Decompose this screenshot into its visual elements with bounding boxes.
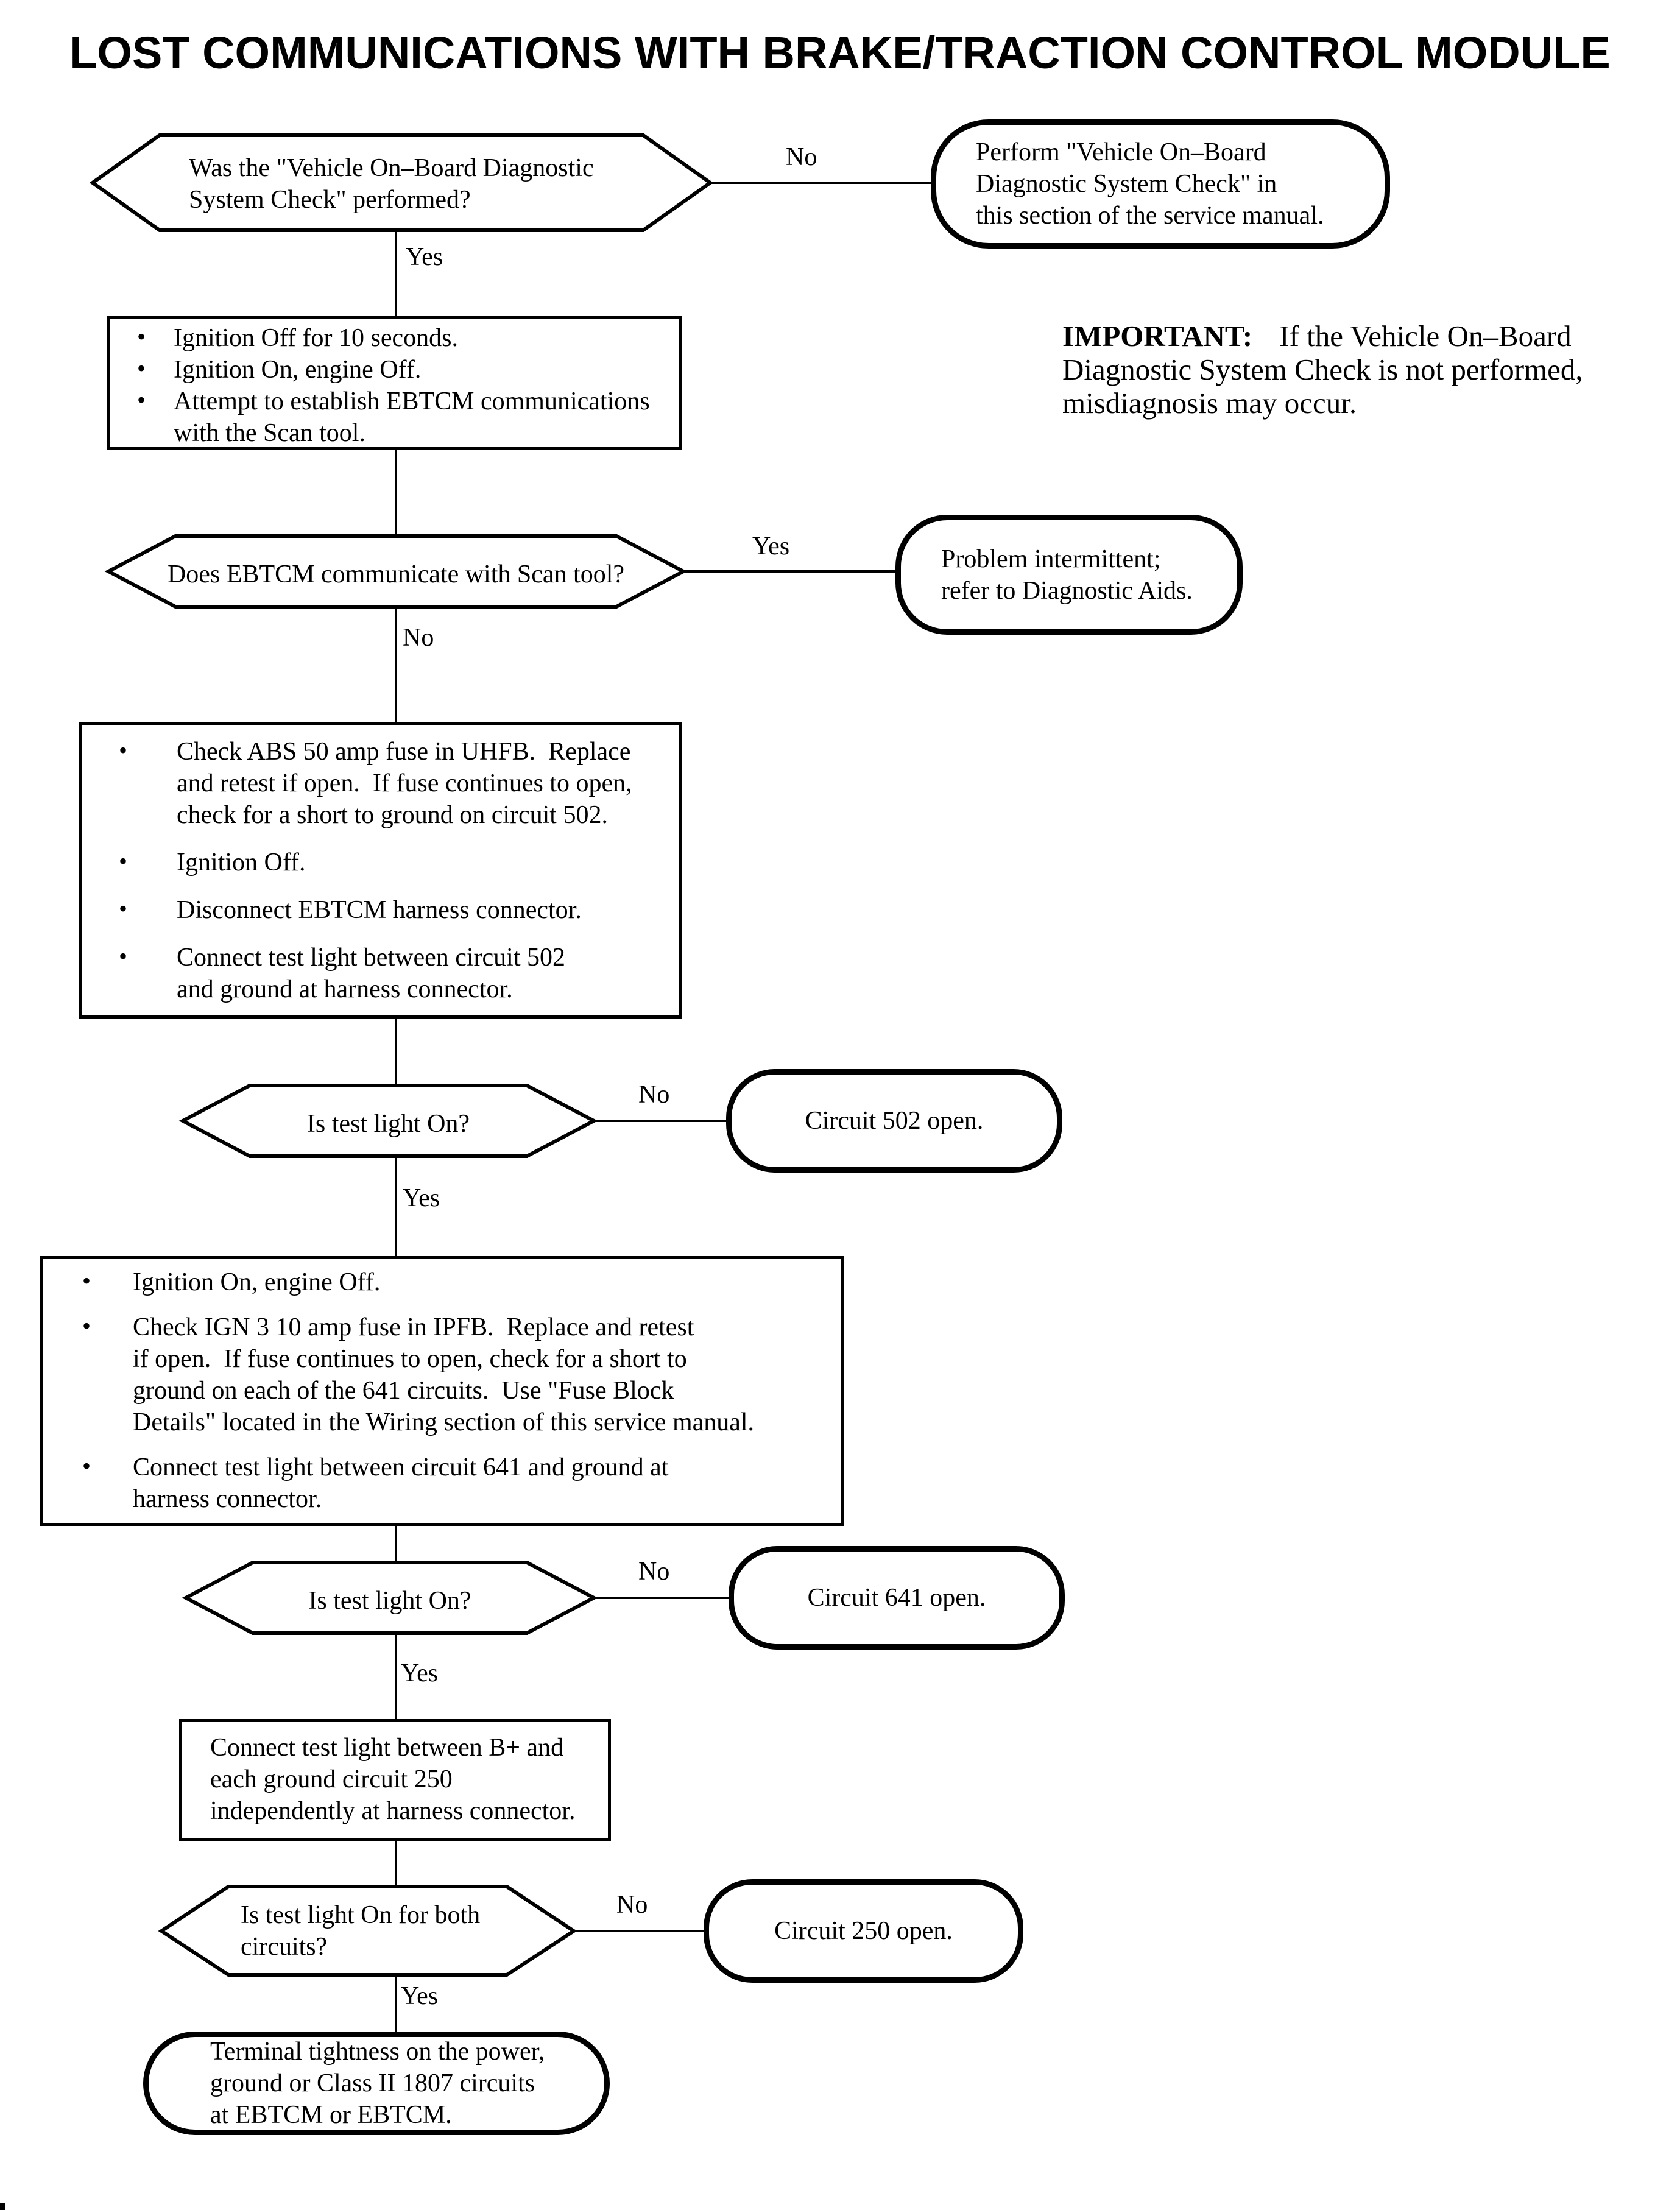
terminator-text-line: Terminal tightness on the power,	[210, 2038, 545, 2066]
bullet-icon: •	[82, 1267, 91, 1294]
important-note: IMPORTANT:If the Vehicle On–Board Diagno…	[1062, 319, 1659, 420]
scan-artifact-mark	[0, 2203, 5, 2210]
important-label: IMPORTANT:	[1062, 319, 1253, 353]
decision-text-line: Was the "Vehicle On–Board Diagnostic	[189, 154, 594, 182]
terminator-text-line: Circuit 641 open.	[807, 1584, 986, 1612]
process-text-line: Check IGN 3 10 amp fuse in IPFB. Replace…	[133, 1313, 694, 1341]
process-text-line: Ignition Off.	[177, 849, 306, 877]
terminator-text-line: Circuit 250 open.	[774, 1917, 953, 1945]
decision-test-light-1-text: Is test light On?	[183, 1108, 594, 1140]
bullet-icon: •	[119, 736, 128, 764]
process-text-line: Disconnect EBTCM harness connector.	[177, 896, 582, 924]
process-bullet: • Ignition On, engine Off.	[110, 354, 679, 386]
process-bullet: • Connect test light between circuit 502…	[82, 942, 679, 1005]
terminator-text-line: Perform "Vehicle On–Board	[976, 138, 1266, 166]
terminator-text-line: Diagnostic System Check" in	[976, 170, 1277, 198]
important-text: If the Vehicle On–Board Diagnostic Syste…	[1062, 319, 1583, 420]
edge-label-yes: Yes	[403, 1184, 440, 1212]
process-text-line: Connect test light between circuit 502	[177, 944, 565, 972]
edge-label-no: No	[616, 1891, 648, 1919]
bullet-icon: •	[137, 323, 146, 350]
decision-text-line: circuits?	[241, 1933, 328, 1961]
terminator-circuit-250-open: Circuit 250 open.	[704, 1879, 1023, 1983]
process-retry-communications: • Ignition Off for 10 seconds. • Ignitio…	[107, 316, 682, 450]
terminator-problem-intermittent: Problem intermittent; refer to Diagnosti…	[895, 515, 1243, 635]
bullet-icon: •	[137, 355, 146, 382]
decision-text-line: Does EBTCM communicate with Scan tool?	[167, 560, 625, 588]
bullet-icon: •	[119, 847, 128, 875]
process-text-line: Ignition Off for 10 seconds.	[174, 324, 458, 352]
process-bullet: • Ignition Off for 10 seconds.	[110, 322, 679, 354]
decision-text-line: Is test light On?	[308, 1587, 471, 1615]
process-bullet: • Disconnect EBTCM harness connector.	[82, 894, 679, 926]
process-text-line: Check ABS 50 amp fuse in UHFB. Replace	[177, 738, 631, 766]
edge-label-yes: Yes	[752, 532, 790, 560]
process-text-line: Connect test light between B+ and	[210, 1734, 564, 1762]
edge-label-no: No	[638, 1081, 670, 1109]
edge-label-no: No	[638, 1558, 670, 1586]
terminator-terminal-tightness: Terminal tightness on the power, ground …	[143, 2032, 610, 2135]
process-text-line: check for a short to ground on circuit 5…	[177, 801, 608, 829]
process-check-abs-fuse: • Check ABS 50 amp fuse in UHFB. Replace…	[79, 722, 682, 1019]
edge-label-yes: Yes	[401, 1659, 439, 1687]
process-bullet: • Attempt to establish EBTCM communicati…	[110, 386, 679, 449]
terminator-text-line: refer to Diagnostic Aids.	[941, 576, 1193, 605]
process-text-line: and ground at harness connector.	[177, 975, 513, 1003]
process-text-line: Attempt to establish EBTCM communication…	[174, 387, 650, 415]
decision-ebtcm-comms-text: Does EBTCM communicate with Scan tool?	[108, 559, 683, 590]
process-test-ground-250: Connect test light between B+ and each g…	[179, 1719, 611, 1841]
terminator-circuit-502-open: Circuit 502 open.	[726, 1069, 1062, 1173]
flow-connectors	[395, 182, 932, 2033]
edge-label-yes: Yes	[401, 1982, 439, 2010]
process-text-line: Ignition On, engine Off.	[174, 356, 422, 384]
terminator-text-line: Problem intermittent;	[941, 545, 1161, 573]
process-text-line: and retest if open. If fuse continues to…	[177, 769, 632, 797]
process-text-line: if open. If fuse continues to open, chec…	[133, 1345, 687, 1373]
bullet-icon: •	[119, 895, 128, 922]
decision-test-light-both-text: Is test light On for both circuits?	[241, 1899, 480, 1963]
terminator-text-line: at EBTCM or EBTCM.	[210, 2101, 452, 2129]
terminator-text-line: Circuit 502 open.	[805, 1107, 984, 1135]
process-text-line: independently at harness connector.	[210, 1797, 576, 1825]
edge-label-yes: Yes	[406, 243, 443, 271]
process-text-line: with the Scan tool.	[174, 419, 365, 447]
process-text-line: Details" located in the Wiring section o…	[133, 1408, 755, 1436]
terminator-circuit-641-open: Circuit 641 open.	[729, 1546, 1065, 1650]
process-text-line: Ignition On, engine Off.	[133, 1268, 381, 1296]
terminator-perform-system-check: Perform "Vehicle On–Board Diagnostic Sys…	[931, 119, 1390, 249]
edge-label-no: No	[786, 143, 817, 171]
decision-test-light-2-text: Is test light On?	[186, 1585, 594, 1617]
page-title: LOST COMMUNICATIONS WITH BRAKE/TRACTION …	[69, 27, 1611, 78]
process-bullet: • Check IGN 3 10 amp fuse in IPFB. Repla…	[43, 1312, 841, 1438]
process-bullet: • Check ABS 50 amp fuse in UHFB. Replace…	[82, 736, 679, 831]
decision-system-check-text: Was the "Vehicle On–Board Diagnostic Sys…	[189, 152, 594, 216]
process-bullet: • Connect test light between circuit 641…	[43, 1452, 841, 1515]
process-bullet: • Ignition On, engine Off.	[43, 1266, 841, 1298]
bullet-icon: •	[82, 1312, 91, 1340]
decision-text-line: Is test light On?	[306, 1110, 470, 1138]
terminator-text-line: ground or Class II 1807 circuits	[210, 2069, 535, 2097]
process-bullet: • Ignition Off.	[82, 847, 679, 878]
decision-text-line: Is test light On for both	[241, 1901, 481, 1929]
process-text-line: harness connector.	[133, 1485, 322, 1513]
terminator-text-line: this section of the service manual.	[976, 202, 1324, 230]
process-text-line: Connect test light between circuit 641 a…	[133, 1453, 669, 1481]
decision-text-line: System Check" performed?	[189, 186, 471, 214]
bullet-icon: •	[119, 942, 128, 970]
process-text-line: each ground circuit 250	[210, 1765, 453, 1793]
process-check-ign3-fuse: • Ignition On, engine Off. • Check IGN 3…	[40, 1256, 844, 1526]
bullet-icon: •	[82, 1452, 91, 1480]
edge-label-no: No	[403, 624, 434, 652]
bullet-icon: •	[137, 386, 146, 414]
process-text-line: ground on each of the 641 circuits. Use …	[133, 1377, 674, 1405]
